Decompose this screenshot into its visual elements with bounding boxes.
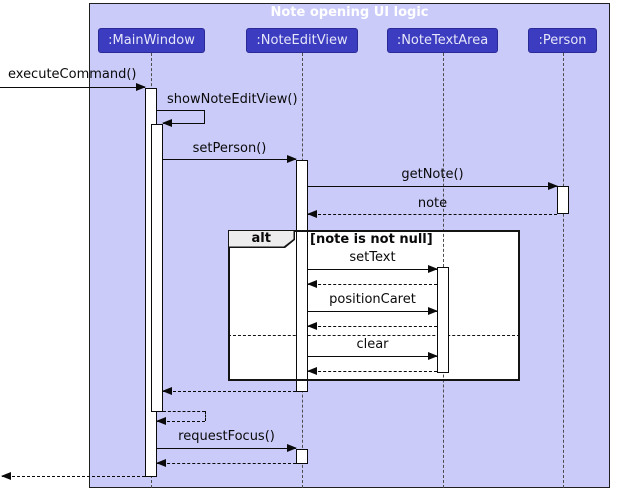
message-executecommand-label: executeCommand() (8, 67, 137, 82)
message-note-return-arrow (307, 210, 557, 218)
activation-noteeditview-focus (296, 449, 308, 464)
message-clear-return-arrow (307, 367, 437, 375)
message-positioncaret-label: positionCaret (329, 292, 416, 307)
activation-mainwindow-nested (151, 124, 163, 412)
participant-noteeditview: :NoteEditView (246, 28, 358, 53)
lifeline-person (563, 53, 564, 488)
message-getnote-arrow (308, 182, 558, 190)
message-requestfocus-label: requestFocus() (178, 429, 275, 444)
message-requestfocus-return-arrow (156, 459, 296, 467)
alt-operator-tab: alt (229, 231, 295, 248)
message-positioncaret-return-arrow (307, 322, 437, 330)
message-note-return-label: note (417, 196, 448, 211)
message-getnote-label: getNote() (401, 167, 464, 182)
message-shownoteeditview-arrow-side (204, 110, 205, 123)
message-settext-arrow (308, 265, 438, 273)
message-self-return-arrow-bottom (156, 417, 205, 425)
alt-fragment-background (228, 230, 520, 381)
message-shownoteeditview-label: showNoteEditView() (167, 92, 298, 107)
message-self-return-arrow-top (163, 411, 205, 412)
activation-person (557, 186, 569, 214)
message-executecommand-arrow (0, 83, 146, 91)
participant-noteeditview-label: :NoteEditView (256, 33, 348, 48)
message-setperson-arrow (163, 155, 297, 163)
message-clear-label: clear (356, 337, 389, 352)
message-shownoteeditview-arrow-top (157, 110, 205, 111)
alt-fragment-border (228, 230, 520, 381)
message-noteeditview-return-arrow (162, 387, 296, 395)
message-positioncaret-arrow (308, 307, 438, 315)
message-self-return-arrow-side (205, 411, 206, 421)
message-requestfocus-arrow (157, 444, 297, 452)
participant-person-label: :Person (538, 33, 587, 48)
message-final-return-arrow (1, 472, 145, 480)
message-clear-arrow (308, 352, 438, 360)
participant-mainwindow-label: :MainWindow (108, 33, 195, 48)
participant-notetextarea-label: :NoteTextArea (396, 33, 489, 48)
alt-guard-label: [note is not null] (310, 232, 433, 247)
message-setperson-label: setPerson() (192, 141, 267, 156)
alt-else-divider (228, 335, 520, 336)
message-settext-return-arrow (307, 280, 437, 288)
participant-mainwindow: :MainWindow (98, 28, 205, 53)
participant-notetextarea: :NoteTextArea (387, 28, 498, 53)
diagram-title: Note opening UI logic (270, 5, 429, 20)
message-shownoteeditview-arrow-bottom (162, 119, 205, 127)
message-settext-label: setText (349, 250, 396, 265)
alt-operator-label: alt (229, 231, 294, 247)
activation-notetextarea (437, 267, 449, 373)
participant-person: :Person (528, 28, 597, 53)
activation-noteeditview (296, 160, 308, 392)
